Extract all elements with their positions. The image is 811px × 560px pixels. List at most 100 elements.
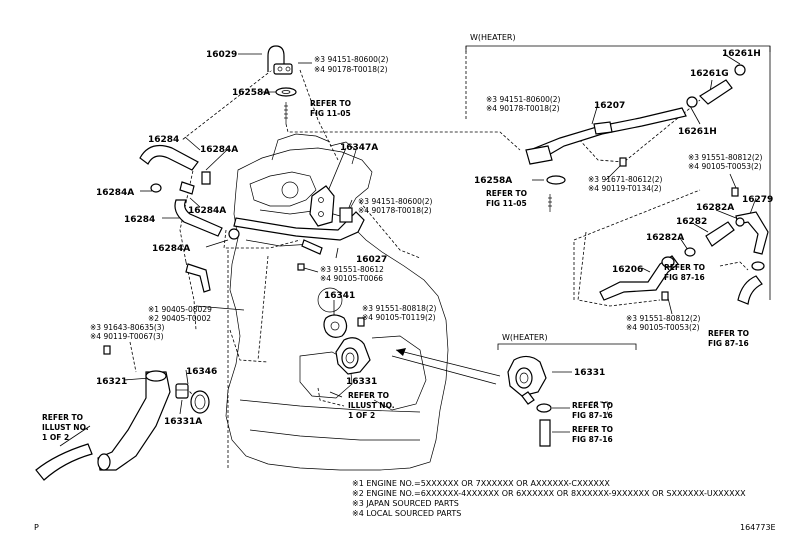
refer-to-label[interactable]: 1 OF 2 <box>42 433 69 442</box>
heater-top-bracket <box>465 45 771 300</box>
refer-to-label[interactable]: ILLUST NO. <box>42 423 89 432</box>
part-label-16284[interactable]: 16284 <box>148 135 179 145</box>
hose-16284-upper[interactable] <box>139 145 199 171</box>
part-label-16347a[interactable]: 16347A <box>340 143 378 153</box>
part-code: ※2 90405-T0002 <box>148 314 211 323</box>
refer-to-label[interactable]: REFER TO <box>572 401 613 410</box>
part-label-16261g[interactable]: 16261G <box>690 69 729 79</box>
water-inlet-16331-heater[interactable] <box>507 355 547 405</box>
clamp-heater-right[interactable] <box>751 261 765 271</box>
refer-to-label[interactable]: REFER TO <box>42 413 83 422</box>
plug-16331a[interactable] <box>175 383 189 399</box>
hose-clamp-16284a-d[interactable] <box>228 228 240 240</box>
part-label-16282a[interactable]: 16282A <box>646 233 684 243</box>
stud-bolt-heater[interactable] <box>548 194 552 212</box>
bypass-pipe-16029[interactable] <box>267 45 293 75</box>
water-pipe-small[interactable] <box>185 263 211 293</box>
gasket-16341[interactable] <box>323 314 348 338</box>
part-label-16282a[interactable]: 16282A <box>696 203 734 213</box>
part-label-16282[interactable]: 16282 <box>676 217 707 227</box>
hose-clamp-16284a-c[interactable] <box>201 171 211 185</box>
part-code: ※3 91551-80812(2) <box>688 153 763 162</box>
part-label-16207[interactable]: 16207 <box>594 101 625 111</box>
part-label-16321[interactable]: 16321 <box>96 377 127 387</box>
refer-to-label[interactable]: REFER TO <box>486 189 527 198</box>
clamp-16261h-b[interactable] <box>686 96 698 108</box>
part-label-16284a[interactable]: 16284A <box>96 188 134 198</box>
part-label-16284a[interactable]: 16284A <box>188 206 226 216</box>
part-label-16261h[interactable]: 16261H <box>722 49 761 59</box>
part-code: ※1 90405-08029 <box>148 305 212 314</box>
leader-lines <box>59 53 757 447</box>
part-code: ※4 90105-T0053(2) <box>626 323 700 332</box>
refer-to-label[interactable]: REFER TO <box>708 329 749 338</box>
part-code: ※4 90105-T0053(2) <box>688 162 762 171</box>
group-label-heater-top: W(HEATER) <box>470 33 516 42</box>
clamp-16282a-b[interactable] <box>684 247 696 257</box>
part-label-16206[interactable]: 16206 <box>612 265 643 275</box>
part-label-16284a[interactable]: 16284A <box>152 244 190 254</box>
water-pipe-16027[interactable] <box>233 207 365 255</box>
part-label-16346[interactable]: 16346 <box>186 367 217 377</box>
part-code: ※4 90119-T0067(3) <box>90 332 164 341</box>
footnote-engine-2: ※2 ENGINE NO.=6XXXXXX-4XXXXXX OR 6XXXXXX… <box>352 489 746 498</box>
gasket-16346[interactable] <box>190 390 210 414</box>
water-outlet-16347a[interactable] <box>309 185 335 227</box>
part-label-16279[interactable]: 16279 <box>742 195 773 205</box>
refer-to-label[interactable]: FIG 87-16 <box>572 411 613 420</box>
clamp-16261h-a[interactable] <box>734 64 746 76</box>
part-label-16284[interactable]: 16284 <box>124 215 155 225</box>
refer-to-label[interactable]: FIG 87-16 <box>572 435 613 444</box>
refer-to-label[interactable]: REFER TO <box>664 263 705 272</box>
part-label-16331a[interactable]: 16331A <box>164 417 202 427</box>
page-marker: P <box>34 523 39 532</box>
hose-16261g[interactable] <box>699 79 733 105</box>
part-label-16258a-heater[interactable]: 16258A <box>474 176 512 186</box>
refer-to-label[interactable]: ILLUST NO. <box>348 401 395 410</box>
refer-to-label[interactable]: FIG 87-16 <box>664 273 705 282</box>
refer-to-label[interactable]: REFER TO <box>310 99 351 108</box>
hose-heater-right <box>737 275 763 305</box>
heater-pipe-16207[interactable] <box>525 107 687 165</box>
bolt-16341[interactable] <box>357 317 365 327</box>
refer-to-label[interactable]: FIG 87-16 <box>708 339 749 348</box>
water-inlet-16331[interactable] <box>335 337 371 375</box>
stud-bolt[interactable] <box>284 102 288 124</box>
bolt-91551-heater-bottom[interactable] <box>661 291 669 301</box>
part-label-16029[interactable]: 16029 <box>206 50 237 60</box>
part-label-16027[interactable]: 16027 <box>356 255 387 265</box>
gasket-16258a-heater[interactable] <box>546 175 566 185</box>
part-label-16284a[interactable]: 16284A <box>200 145 238 155</box>
bolt-91643[interactable] <box>103 345 111 355</box>
refer-to-label[interactable]: REFER TO <box>572 425 613 434</box>
refer-to-label[interactable]: FIG 11-05 <box>310 109 351 118</box>
hose-lower-left <box>35 443 93 481</box>
part-code: ※3 91671-80612(2) <box>588 175 663 184</box>
hose-16282[interactable] <box>705 221 735 247</box>
heater-pipe-16206[interactable] <box>599 255 679 301</box>
part-label-16331-heater[interactable]: 16331 <box>574 368 605 378</box>
hose-16284-middle[interactable] <box>174 199 223 237</box>
water-inlet-pipe-16321[interactable] <box>97 370 171 471</box>
part-label-16261h[interactable]: 16261H <box>678 127 717 137</box>
bolt-91551-heater-top[interactable] <box>731 187 739 197</box>
clamp-heater-inlet[interactable] <box>536 403 552 413</box>
refer-to-label[interactable]: FIG 11-05 <box>486 199 527 208</box>
gasket-16258a[interactable] <box>275 87 297 97</box>
hose-heater-inlet <box>539 419 551 447</box>
refer-to-label[interactable]: 1 OF 2 <box>348 411 375 420</box>
part-label-16258a[interactable]: 16258A <box>232 88 270 98</box>
clamp-16282a-a[interactable] <box>735 217 745 227</box>
refer-to-label[interactable]: REFER TO <box>348 391 389 400</box>
part-label-16331[interactable]: 16331 <box>346 377 377 387</box>
hose-clamp-16284a-a[interactable] <box>150 183 162 193</box>
bolt-pipe[interactable] <box>297 263 305 271</box>
hose-clamp-16284a-b[interactable] <box>179 181 195 195</box>
part-code: ※4 90105-T0119(2) <box>362 313 436 322</box>
part-code: ※4 90178-T0018(2) <box>358 206 432 215</box>
footnote-local: ※4 LOCAL SOURCED PARTS <box>352 509 461 518</box>
footnote-japan: ※3 JAPAN SOURCED PARTS <box>352 499 459 508</box>
bolt-91671[interactable] <box>619 157 627 167</box>
part-label-16341[interactable]: 16341 <box>324 291 355 301</box>
